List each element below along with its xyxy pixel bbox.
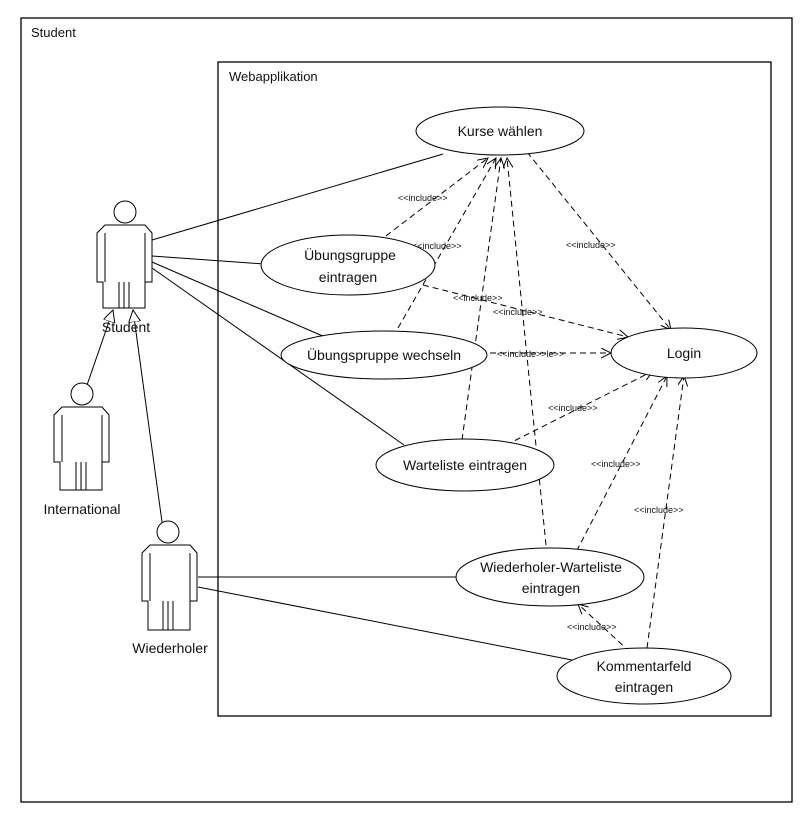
use-case-kurse-waehlen: Kurse wählen (415, 106, 585, 156)
include-label-9: <<include>> (634, 505, 684, 515)
include-wechseln-kurse (397, 158, 496, 329)
actor-label: Wiederholer (132, 640, 208, 656)
outer-frame-label: Student (31, 25, 76, 40)
use-case-label-line1: Kommentarfeld (597, 658, 692, 674)
actor-international: International (43, 382, 121, 517)
use-case-label-line1: Wiederholer-Warteliste (480, 559, 622, 575)
include-label-5: <<include>> (493, 307, 543, 317)
use-case-label-line2: eintragen (522, 580, 580, 596)
include-warteliste-kurse (461, 158, 501, 441)
include-label-10: <<include>> (567, 622, 617, 632)
generalization-international-student (85, 310, 113, 389)
include-label-6: <<include>>le>> (497, 349, 564, 359)
use-case-label-line1: Übungsgruppe (304, 246, 396, 263)
include-label-3: <<include>> (566, 240, 616, 250)
outer-frame (20, 17, 793, 803)
include-warteliste-login (505, 371, 653, 446)
include-kurse-login (526, 151, 671, 330)
generalization-wiederholer-student (133, 310, 163, 523)
include-label-8: <<include>> (591, 459, 641, 469)
use-case-wiederholer-warteliste: Wiederholer-Warteliste eintragen (455, 547, 645, 607)
use-case-label: Übungspruppe wechseln (307, 346, 461, 363)
include-label-1: <<include>> (398, 193, 448, 203)
use-case-label: Kurse wählen (458, 123, 543, 139)
use-case-label-line2: eintragen (319, 269, 377, 285)
association-student-kurse (151, 153, 444, 241)
use-case-label-line2: eintragen (615, 679, 673, 695)
actor-student: Student (96, 200, 153, 335)
association-wiederholer-kommentar (197, 586, 573, 661)
use-case-label: Login (667, 345, 701, 361)
use-case-uebungsgruppe-wechseln: Übungspruppe wechseln (280, 330, 488, 380)
include-wiederholer-kurse (507, 158, 548, 556)
association-student-warteliste (151, 267, 405, 446)
actor-label: Student (102, 319, 150, 335)
include-uebungsgruppe-login (422, 284, 628, 337)
actor-label: International (43, 501, 120, 517)
use-case-kommentarfeld: Kommentarfeld eintragen (556, 647, 732, 705)
use-case-uebungsgruppe-eintragen: Übungsgruppe eintragen (260, 234, 436, 296)
include-wiederholer-login (571, 376, 667, 561)
actor-wiederholer: Wiederholer (132, 520, 208, 656)
association-student-wechseln (151, 261, 326, 338)
include-uebungsgruppe-kurse (377, 158, 488, 243)
system-boundary-label: Webapplikation (229, 69, 318, 84)
use-case-label: Warteliste eintragen (403, 457, 527, 473)
include-label-4: <<include>> (453, 293, 503, 303)
use-case-login: Login (610, 327, 758, 379)
include-label-2: <<include>> (412, 241, 462, 251)
include-kommentar-wiederholer (578, 604, 631, 653)
association-student-uebungsgruppe (151, 255, 265, 265)
use-case-warteliste-eintragen: Warteliste eintragen (375, 438, 555, 492)
system-boundary (217, 61, 772, 717)
include-label-7: <<include>> (548, 403, 598, 413)
include-kommentar-login (646, 376, 684, 649)
